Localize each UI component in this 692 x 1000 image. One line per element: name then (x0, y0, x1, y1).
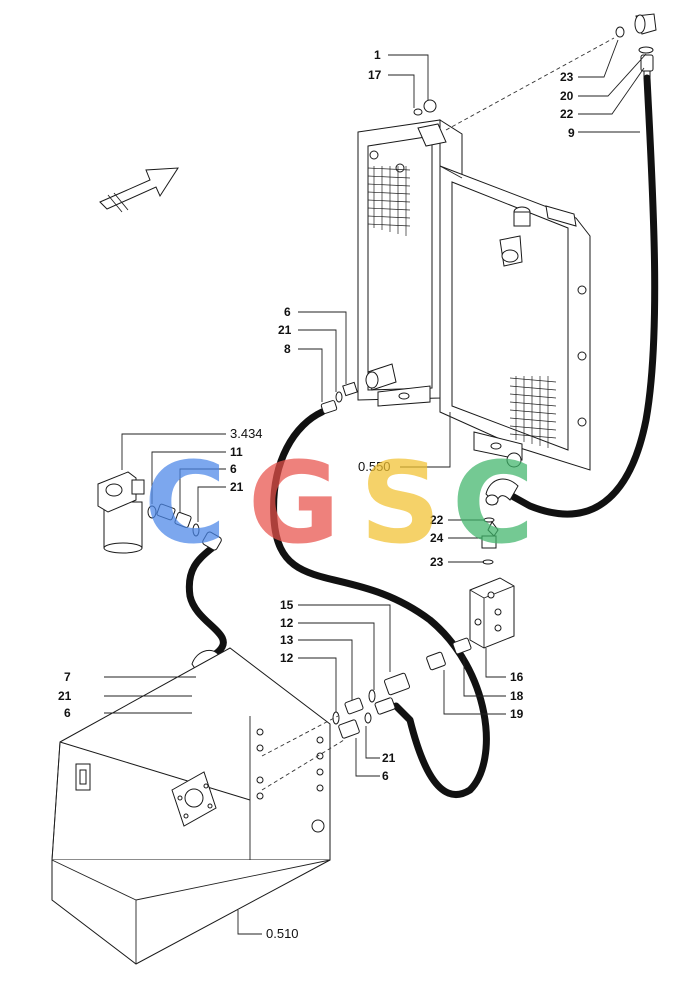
callout-7: 7 (64, 670, 71, 684)
callout-6-filter: 6 (230, 462, 237, 476)
callout-6-tank: 6 (64, 706, 71, 720)
callout-22-top: 22 (560, 107, 574, 121)
cooler-elbow-fitting (485, 478, 519, 506)
callout-12-a: 12 (280, 616, 294, 630)
callout-17: 17 (368, 68, 382, 82)
oil-cooler (357, 119, 591, 471)
callout-19: 19 (510, 707, 524, 721)
watermark-letter-g: G (248, 439, 340, 569)
callout-23-block: 23 (430, 555, 444, 569)
callout-0-550: 0.550 (358, 459, 391, 474)
direction-arrow-icon (99, 167, 179, 213)
tank-port-plate (171, 771, 217, 827)
callout-12-b: 12 (280, 651, 294, 665)
callout-21-upper: 21 (278, 323, 292, 337)
callout-23-top: 23 (560, 70, 574, 84)
callout-13: 13 (280, 633, 294, 647)
callout-16: 16 (510, 670, 524, 684)
callout-18: 18 (510, 689, 524, 703)
hydraulic-tank (51, 647, 331, 965)
loose-fittings (332, 672, 411, 725)
cgsc-watermark: C G S C (144, 439, 534, 569)
hose-8-end-fittings (320, 381, 472, 739)
callout-9: 9 (568, 126, 575, 140)
leader-lines (104, 39, 647, 935)
callout-labels: 1 17 23 20 22 9 6 21 8 3.434 11 6 21 0.5… (58, 48, 575, 941)
cooler-fins-top (367, 166, 411, 236)
callout-1: 1 (374, 48, 381, 62)
callout-15: 15 (280, 598, 294, 612)
callout-0-510: 0.510 (266, 926, 299, 941)
callout-21-filter: 21 (230, 480, 244, 494)
top-right-fittings (413, 13, 657, 116)
callout-20: 20 (560, 89, 574, 103)
watermark-letter-c2: C (452, 439, 534, 569)
hose-8 (270, 408, 490, 799)
watermark-letter-s: S (360, 439, 441, 569)
hose-9 (508, 74, 659, 518)
callout-21-lower: 21 (382, 751, 396, 765)
callout-22-block: 22 (430, 513, 444, 527)
cooler-fins-bottom (509, 376, 557, 448)
valve-block (469, 517, 515, 649)
callout-11: 11 (230, 445, 243, 459)
callout-6-upper: 6 (284, 305, 291, 319)
watermark-letter-c1: C (144, 439, 226, 569)
callout-6-lower: 6 (382, 769, 389, 783)
callout-21-tank: 21 (58, 689, 72, 703)
callout-24: 24 (430, 531, 444, 545)
assembly-dash-lines (261, 37, 615, 791)
oil-filter (97, 471, 200, 554)
callout-8: 8 (284, 342, 291, 356)
callout-3-434: 3.434 (230, 426, 263, 441)
